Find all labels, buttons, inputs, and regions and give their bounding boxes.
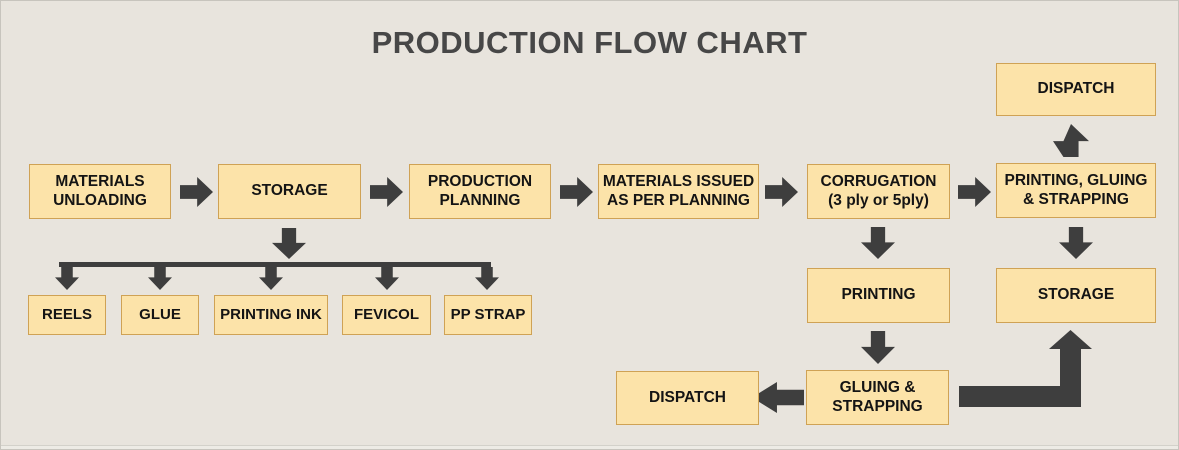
node-fevicol: FEVICOL <box>342 295 431 335</box>
arrow-right-icon <box>958 177 991 207</box>
arrow-up-icon <box>1053 124 1089 157</box>
node-materials-unloading: MATERIALS UNLOADING <box>29 164 171 219</box>
arrow-down-icon <box>55 267 79 290</box>
arrow-down-icon <box>272 228 306 259</box>
node-dispatch-bottom: DISPATCH <box>616 371 759 425</box>
node-gluing-strapping: GLUING & STRAPPING <box>806 370 949 425</box>
arrow-down-icon <box>148 267 172 290</box>
node-corrugation: CORRUGATION (3 ply or 5ply) <box>807 164 950 219</box>
arrow-down-icon <box>259 267 283 290</box>
arrow-right-icon <box>560 177 593 207</box>
node-printing-ink: PRINTING INK <box>214 295 328 335</box>
node-dispatch-top: DISPATCH <box>996 63 1156 116</box>
arrow-right-icon <box>180 177 213 207</box>
arrow-left-icon <box>752 382 804 413</box>
node-materials-issued: MATERIALS ISSUED AS PER PLANNING <box>598 164 759 219</box>
chart-title: PRODUCTION FLOW CHART <box>371 25 808 60</box>
arrow-down-icon <box>861 227 895 259</box>
node-glue: GLUE <box>121 295 199 335</box>
elbow-connector-vertical <box>1060 347 1081 407</box>
branch-line <box>59 262 491 267</box>
arrow-right-icon <box>370 177 403 207</box>
footer-strip <box>1 445 1178 449</box>
node-printing-gluing-strapping: PRINTING, GLUING & STRAPPING <box>996 163 1156 218</box>
arrow-down-icon <box>861 331 895 364</box>
arrow-down-icon <box>1059 227 1093 259</box>
node-storage-bottom: STORAGE <box>996 268 1156 323</box>
node-production-planning: PRODUCTION PLANNING <box>409 164 551 219</box>
arrow-right-icon <box>765 177 798 207</box>
arrow-down-icon <box>475 267 499 290</box>
node-reels: REELS <box>28 295 106 335</box>
arrow-up-icon <box>1049 330 1092 349</box>
arrow-down-icon <box>375 267 399 290</box>
node-printing: PRINTING <box>807 268 950 323</box>
node-pp-strap: PP STRAP <box>444 295 532 335</box>
elbow-connector-horizontal <box>959 386 1081 407</box>
node-storage-top: STORAGE <box>218 164 361 219</box>
